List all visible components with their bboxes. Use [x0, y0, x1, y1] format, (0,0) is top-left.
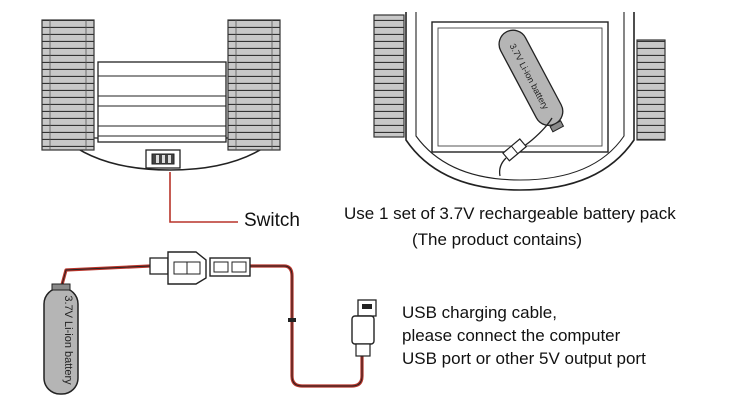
- switch-pointer-line: [169, 172, 238, 223]
- left-track: [41, 19, 95, 151]
- interior-left-track: [373, 14, 405, 138]
- female-connector: [209, 257, 251, 277]
- battery-caption-line1: Use 1 set of 3.7V rechargeable battery p…: [344, 204, 676, 223]
- usb-caption-line2: please connect the computer: [402, 326, 621, 345]
- charging-assembly: 3.7V Li-ion battery: [43, 251, 377, 395]
- usb-caption-line3: USB port or other 5V output port: [402, 349, 646, 368]
- interior-right-track: [636, 39, 666, 141]
- tank-bottom-view: [41, 19, 281, 223]
- usb-plug: [351, 299, 377, 357]
- switch-label: Switch: [244, 210, 300, 231]
- right-track: [227, 19, 281, 151]
- male-connector: [149, 251, 207, 285]
- battery-caption-line2: (The product contains): [412, 230, 583, 249]
- tank-interior-view: 3.7V Li-ion battery: [373, 12, 666, 191]
- battery-label-large: 3.7V Li-ion battery: [62, 295, 74, 385]
- battery-pack-large: 3.7V Li-ion battery: [43, 283, 79, 395]
- power-switch: [145, 149, 181, 169]
- inside-connector: [502, 138, 528, 162]
- usb-caption-line1: USB charging cable,: [402, 303, 557, 322]
- battery-compartment: [97, 61, 227, 143]
- charging-cable-red: [58, 264, 364, 388]
